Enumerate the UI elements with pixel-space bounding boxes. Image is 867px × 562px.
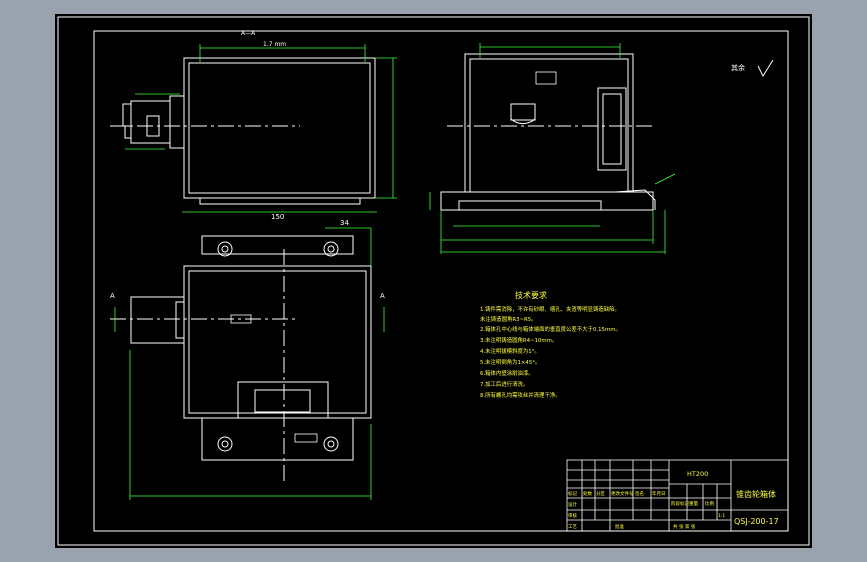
- tb-header: 分区: [596, 490, 605, 497]
- inner-border: [93, 30, 789, 532]
- section-label-aa: A—A: [241, 30, 256, 37]
- view-top-dims: [114, 227, 385, 500]
- title-part-name: 锥齿轮箱体: [736, 489, 776, 499]
- tb-row-label: 审核: [568, 512, 577, 519]
- tech-requirements: 技术要求 1.铸件需消除，不许有砂眼、缩孔、夹渣等明显铸造缺陷。 未注铸造圆角R…: [480, 290, 621, 399]
- tb-header: 年月日: [652, 490, 666, 497]
- tb-col-label: 重量: [689, 500, 698, 507]
- dim-top-overall: 1.7 mm: [263, 41, 286, 48]
- tech-item: 2.箱体孔中心线与箱体端面的垂直度公差不大于0.15mm。: [480, 325, 621, 333]
- tb-row-label: 设计: [568, 501, 577, 508]
- tb-row-label: 工艺: [568, 524, 577, 530]
- tb-sheet-count: 共 张 第 张: [673, 523, 696, 530]
- dim-width-main: 150: [271, 213, 284, 221]
- tb-col-label: 比例: [705, 500, 714, 507]
- view-section-aa-dims: [125, 44, 397, 213]
- tb-approve: 批准: [615, 523, 624, 530]
- tech-item: 3.未注明铸造圆角R4~10mm。: [480, 336, 557, 344]
- tech-item: 4.未注明拔模斜度为1°。: [480, 347, 540, 355]
- view-section-aa: [110, 57, 376, 205]
- section-arrow-a-right: A: [380, 292, 385, 300]
- tb-header: 标记: [568, 490, 577, 497]
- tb-header: 更改文件号: [611, 490, 634, 497]
- dim-offset: 34: [340, 219, 349, 227]
- tb-header: 签名: [635, 490, 644, 497]
- section-arrow-a-left: A: [110, 292, 115, 300]
- tb-scale: 1:1: [718, 513, 725, 519]
- drawing-sheet: A—A 1.7 mm 150: [55, 14, 812, 548]
- tech-item: 1.铸件需消除，不许有砂眼、缩孔、夹渣等明显铸造缺陷。: [480, 305, 620, 313]
- title-material: HT200: [687, 470, 708, 478]
- title-drawing-number: QSJ-200-17: [734, 517, 779, 526]
- view-side-dims: [429, 43, 676, 254]
- outer-border: [57, 16, 810, 546]
- tolerance-frame-2: [230, 314, 252, 324]
- tech-title: 技术要求: [515, 290, 547, 300]
- tech-item: 7.加工后进行清洗。: [480, 380, 528, 388]
- tech-item: 8.所有螺孔均需攻丝并清理干净。: [480, 391, 561, 399]
- cad-drawing: A—A 1.7 mm 150: [57, 16, 810, 546]
- tech-item: 未注铸造圆角R3~R5。: [480, 315, 537, 323]
- roughness-symbol-icon: [757, 59, 774, 78]
- tech-item: 6.箱体内壁涂耐油漆。: [480, 369, 534, 377]
- tech-item: 5.未注明倒角为1×45°。: [480, 358, 540, 366]
- tb-col-label: 阶段标记: [671, 500, 689, 507]
- view-top: [110, 235, 372, 484]
- view-side: [440, 53, 656, 211]
- title-block: [566, 459, 789, 532]
- roughness-note: 其余: [731, 63, 745, 72]
- tb-header: 处数: [583, 490, 592, 497]
- tolerance-frame-3: [294, 433, 318, 443]
- tolerance-frame-1: [535, 71, 557, 85]
